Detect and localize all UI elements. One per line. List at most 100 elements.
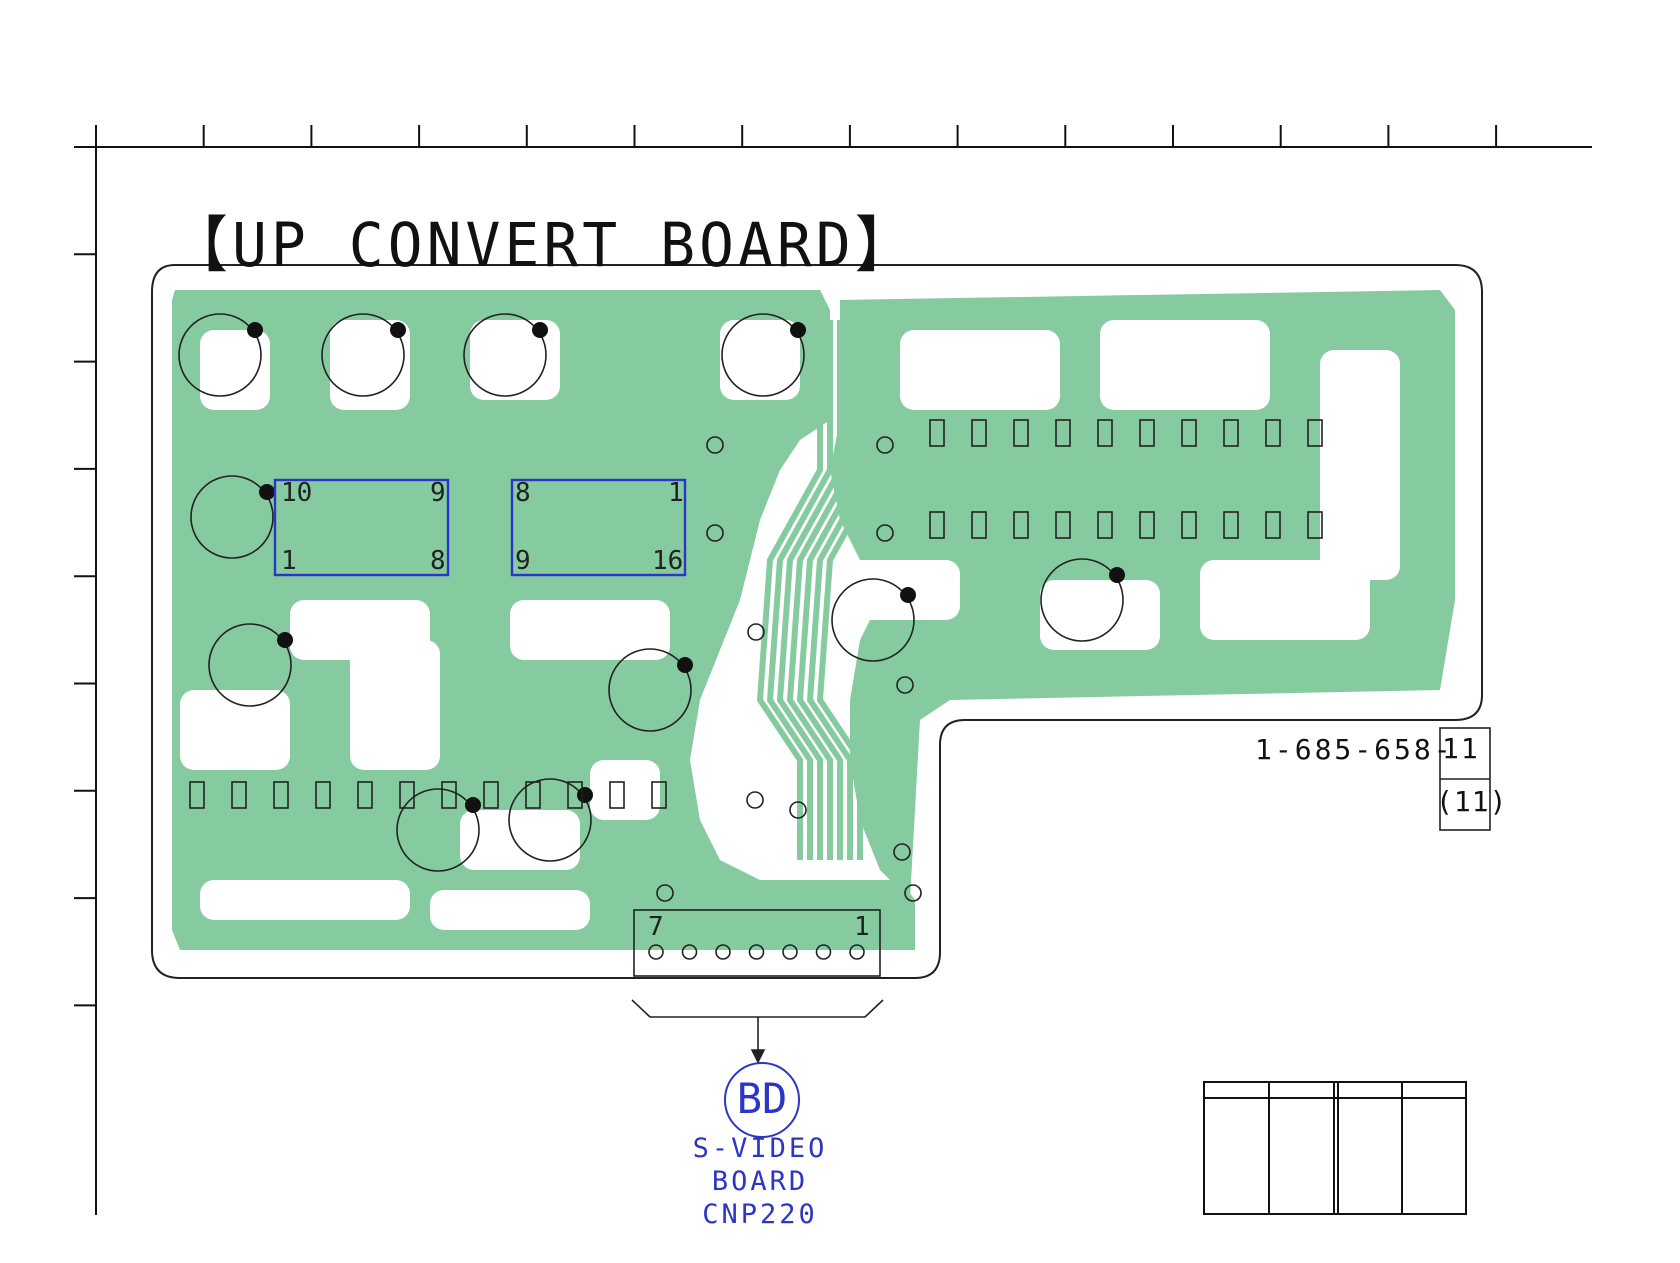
resistor-outline (1307, 511, 1323, 539)
copper-void (510, 600, 670, 660)
via-hole (896, 676, 914, 694)
via-hole (746, 791, 764, 809)
connector-pin (849, 944, 865, 960)
connector-pin (648, 944, 664, 960)
resistor-outline (483, 781, 499, 809)
resistor-outline (273, 781, 289, 809)
reference-badge: BD (724, 1062, 800, 1138)
connector-pins (648, 944, 865, 960)
ic-left-pin-9: 9 (430, 478, 446, 508)
polarity-dot (465, 797, 481, 813)
resistor-outline (929, 511, 945, 539)
polarity-dot (577, 787, 593, 803)
resistor-outline (441, 781, 457, 809)
copper-void (180, 690, 290, 770)
via-hole (876, 436, 894, 454)
copper-void (590, 760, 660, 820)
ic-right-outline (510, 478, 687, 577)
resistor-outline (1307, 419, 1323, 447)
copper-trace (776, 320, 843, 860)
resistor-outline (1013, 511, 1029, 539)
capacitor-outline (508, 778, 592, 862)
via-hole (656, 884, 674, 902)
resistor-outline (525, 781, 541, 809)
capacitor-outline (178, 313, 262, 397)
board-title: 【UP CONVERT BOARD】 (170, 209, 917, 281)
copper-void (820, 560, 960, 620)
connector-pin (715, 944, 731, 960)
copper-trace (816, 320, 883, 860)
resistor-outline (1055, 419, 1071, 447)
resistor-outline (1181, 511, 1197, 539)
via-hole (789, 801, 807, 819)
resistor-outline (929, 419, 945, 447)
via-hole (706, 524, 724, 542)
polarity-dot (532, 322, 548, 338)
polarity-dot (259, 484, 275, 500)
connector-pin-first-label: 7 (648, 912, 664, 942)
via-hole (747, 623, 765, 641)
copper-void (430, 890, 590, 930)
reference-board-name: S-VIDEO BOARD (692, 1133, 828, 1197)
board-part-number: 1-685-658- (1255, 733, 1454, 766)
resistor-outline (1265, 419, 1281, 447)
resistor-outline (1223, 419, 1239, 447)
via-hole (706, 436, 724, 454)
resistor-outline (1055, 511, 1071, 539)
copper-void (1320, 350, 1400, 580)
copper-void (720, 320, 800, 400)
connector-pin (748, 944, 765, 960)
polarity-dot (277, 632, 293, 648)
resistor-outline (1139, 511, 1155, 539)
capacitor-outline (208, 623, 292, 707)
ic-left-outline (273, 478, 450, 577)
via-hole (893, 843, 911, 861)
via-hole (876, 524, 894, 542)
copper-trace (786, 320, 853, 860)
copper-void (1040, 580, 1160, 650)
ic-right-pin-9: 9 (515, 546, 531, 576)
frame-ruler (74, 125, 1592, 1215)
ic-right-pin-1: 1 (668, 478, 684, 508)
capacitor-outline (1040, 558, 1124, 642)
ic-left-pin-10: 10 (281, 478, 313, 508)
resistor-outline (231, 781, 247, 809)
ic-left-pin-1: 1 (281, 546, 297, 576)
ic-right-pin-8: 8 (515, 478, 531, 508)
connector-pin-last-label: 1 (854, 912, 870, 942)
board (151, 264, 1483, 979)
capacitor-outline (831, 578, 915, 662)
capacitor-outline (721, 313, 805, 397)
resistor-outline (1097, 419, 1113, 447)
copper-void (350, 640, 440, 770)
resistor-outline (1223, 511, 1239, 539)
revision-bottom: (11) (1436, 785, 1508, 818)
copper-void (200, 880, 410, 920)
copper-trace (796, 320, 863, 860)
revision-box (1439, 727, 1491, 831)
copper-void (200, 330, 270, 410)
resistor-outline (609, 781, 625, 809)
resistor-outline (1013, 419, 1029, 447)
legend-table (1203, 1081, 1467, 1215)
polarity-dot (390, 322, 406, 338)
resistor-outline (315, 781, 331, 809)
via-hole (904, 884, 922, 902)
resistor-outline (1139, 419, 1155, 447)
polarity-dot (677, 657, 693, 673)
copper-void (900, 330, 1060, 410)
resistor-outline (1265, 511, 1281, 539)
connector-outline (633, 909, 881, 977)
capacitor-outline (190, 475, 274, 559)
polarity-dot (1109, 567, 1125, 583)
capacitor-outline (608, 648, 692, 732)
polarity-dot (790, 322, 806, 338)
polarity-dot (247, 322, 263, 338)
copper-void (460, 810, 580, 870)
copper-trace (756, 320, 823, 860)
resistor-outline (399, 781, 415, 809)
capacitor-outline (463, 313, 547, 397)
resistor-outline (971, 511, 987, 539)
ic-right-pin-16: 16 (652, 546, 684, 576)
